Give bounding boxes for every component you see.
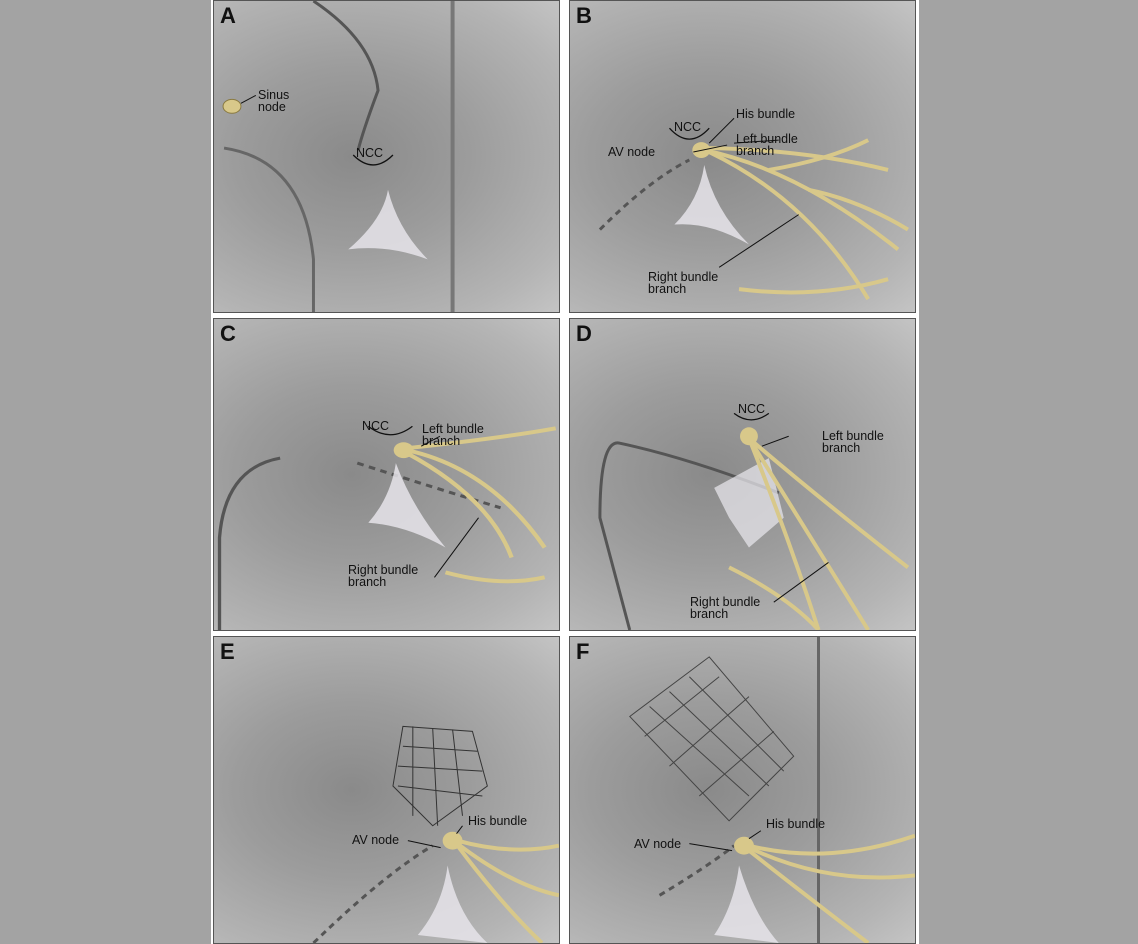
conduction-system (405, 426, 557, 584)
conduction-system (455, 838, 559, 943)
fluoroscopy-image-e (312, 725, 559, 943)
ncc-arc (668, 127, 710, 140)
fluoroscopy-image-d (598, 412, 910, 630)
sinus-node-label: Sinus node (258, 88, 290, 114)
fluoroscopy-image-b (598, 117, 909, 301)
conduction-system (703, 138, 909, 301)
valve-stent (392, 725, 488, 827)
panel-letter: C (220, 321, 236, 346)
left-bundle-branch-label: Left bundle branch (422, 422, 484, 448)
av-node-label: AV node (352, 833, 400, 847)
valve-leaflet (348, 189, 428, 260)
right-bundle-branch-label: Right bundle branch (690, 595, 761, 621)
ncc-label: NCC (362, 419, 390, 433)
valve-leaflet (674, 164, 749, 245)
conduction-system (747, 833, 915, 943)
panel-f: F AV node His bundle (569, 636, 916, 944)
panel-a: A Sinus node NCC (213, 0, 560, 313)
ncc-label: NCC (356, 146, 384, 160)
ncc-arc (367, 425, 413, 436)
panel-letter: F (576, 639, 590, 664)
valve-leaflet (368, 463, 446, 548)
valve-leaflet (417, 865, 488, 943)
fluoroscopy-image-c (217, 425, 557, 630)
panel-letter: E (220, 639, 235, 664)
his-bundle-label: His bundle (468, 814, 528, 828)
ncc-label: NCC (674, 120, 702, 134)
panel-d: D NCC Left bundle branch Right bundle br… (569, 318, 916, 631)
left-bundle-branch-label: Left bundle branch (736, 132, 798, 158)
panel-letter: D (576, 321, 592, 346)
his-bundle (393, 442, 414, 459)
av-node-label: AV node (634, 837, 682, 851)
his-bundle-label: His bundle (766, 817, 826, 831)
his-bundle (734, 836, 754, 855)
av-node-label: AV node (608, 145, 656, 159)
panel-b: B NCC His bundle AV node Left bundle bra… (569, 0, 916, 313)
ncc-arc (733, 412, 770, 421)
right-bundle-branch-label: Right bundle branch (348, 563, 419, 589)
his-bundle-label: His bundle (736, 107, 796, 121)
left-bundle-branch-label: Left bundle branch (822, 429, 884, 455)
conduction-system (728, 436, 910, 630)
valve-stent (628, 656, 795, 822)
right-bundle-branch-label: Right bundle branch (648, 270, 719, 296)
his-bundle (740, 427, 758, 446)
figure: A Sinus node NCC B NCC His bundle AV nod… (211, 0, 919, 944)
panel-letter: A (220, 3, 236, 28)
fluoroscopy-image-a (222, 1, 455, 312)
ncc-label: NCC (738, 402, 766, 416)
ncc-arc (352, 154, 394, 166)
fluoroscopy-image-f (628, 637, 915, 943)
panel-c: C NCC Left bundle branch Right bundle br… (213, 318, 560, 631)
panel-letter: B (576, 3, 592, 28)
valve-leaflet (714, 865, 779, 943)
sinus-node (222, 98, 242, 114)
panel-e: E AV node His bundle (213, 636, 560, 944)
his-bundle (442, 831, 463, 850)
